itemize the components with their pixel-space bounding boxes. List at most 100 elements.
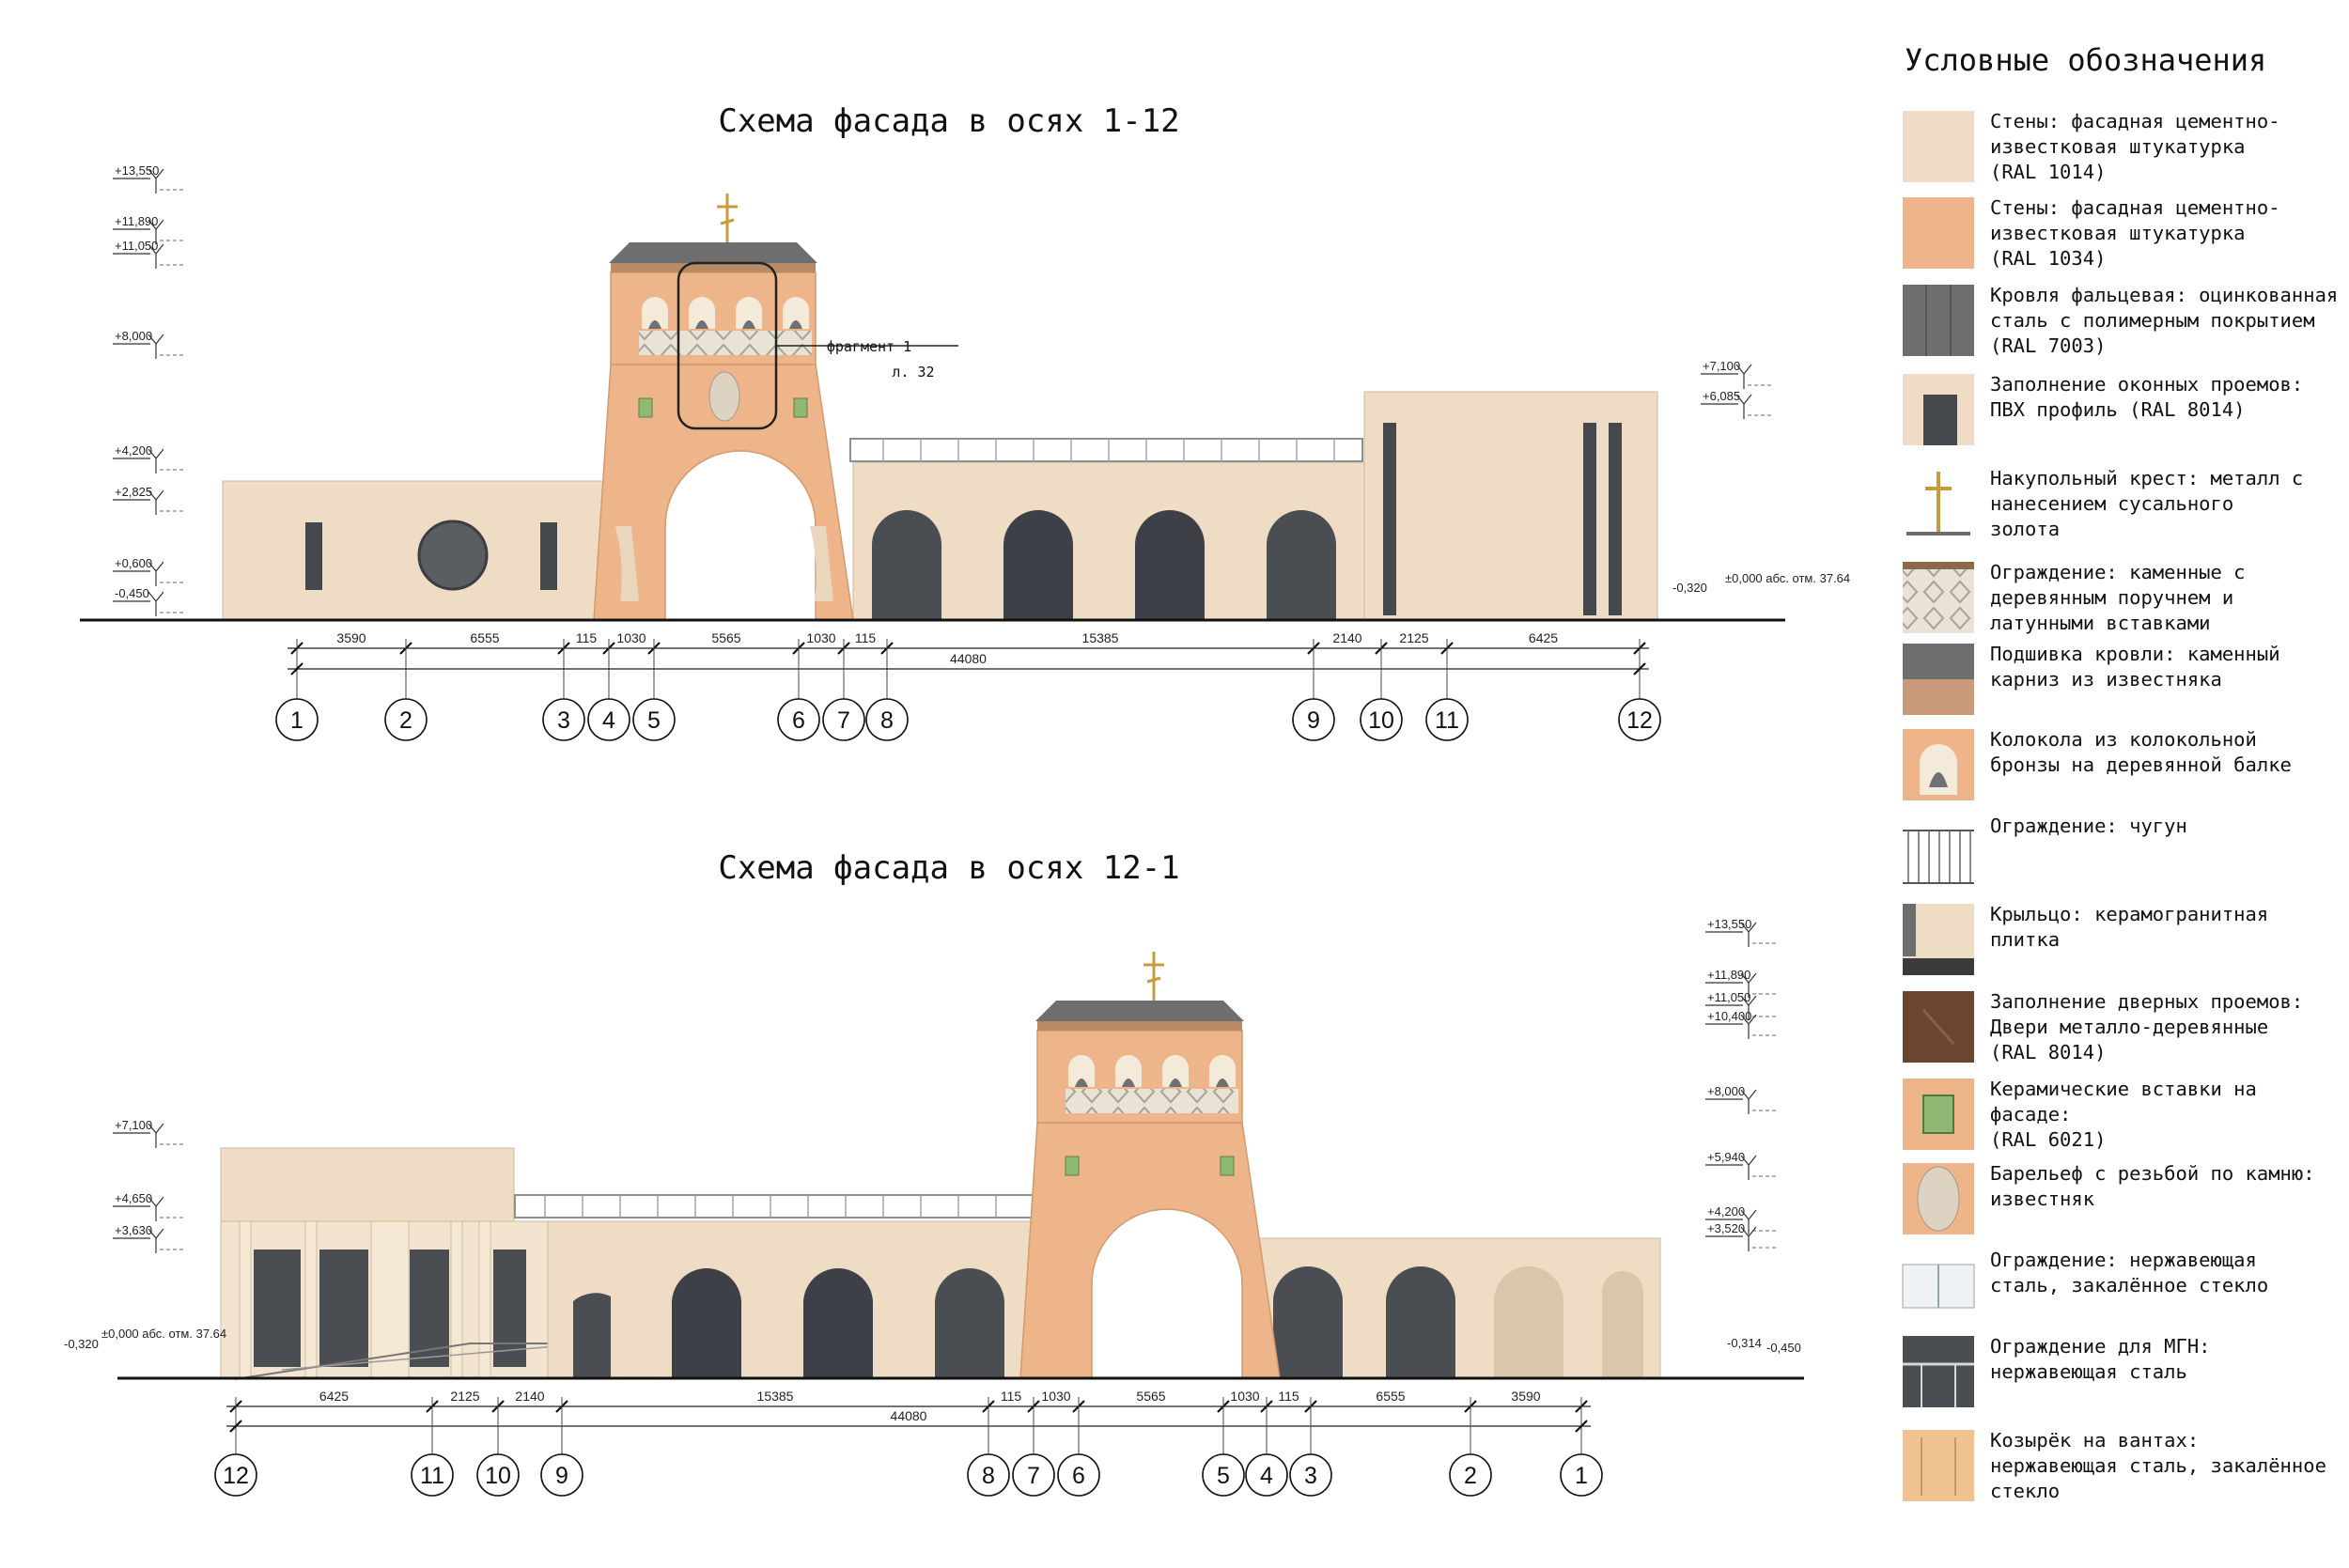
- axis-bubble: [275, 698, 319, 741]
- axis-number: 11: [420, 1463, 444, 1489]
- round-window: [417, 520, 489, 591]
- dimension-label: 6555: [1376, 1389, 1405, 1404]
- arched-window: [1273, 1266, 1343, 1378]
- dimension-label: 6555: [470, 630, 499, 645]
- axis-number: 1: [290, 707, 303, 734]
- ground-abs: ±0,000 абс. отм. 37.64: [101, 1327, 226, 1341]
- bottom-right-elevation-marks: +13,550+11,890+11,050+10,400+8,000+5,940…: [1705, 917, 1776, 1251]
- legend-text: латунными вставками: [1990, 612, 2211, 634]
- legend-text: нержавеющая сталь, закалённое: [1990, 1454, 2326, 1477]
- legend-title: Условные обозначения: [1905, 42, 2266, 78]
- dimension-label: 1030: [806, 630, 835, 645]
- axis-bubble: [777, 698, 820, 741]
- axis-bubble: [1289, 1453, 1332, 1497]
- dimension-label: 1030: [1041, 1389, 1070, 1404]
- elevation-label: +11,890: [115, 214, 158, 228]
- relief-angel: [810, 526, 833, 601]
- legend-text: Двери металло-деревянные: [1990, 1016, 2268, 1038]
- axis-bubble: [822, 698, 865, 741]
- legend-text: карниз из известняка: [1990, 668, 2222, 691]
- legend-text: нержавеющая сталь: [1990, 1360, 2187, 1383]
- arched-window: [1267, 510, 1336, 620]
- arched-door: [1135, 510, 1205, 620]
- roof-swatch: [1903, 285, 1974, 356]
- axis-bubble: [1425, 698, 1469, 741]
- axis-bubble: [1202, 1453, 1245, 1497]
- axis-number: 12: [1626, 707, 1653, 734]
- elevation-label: +13,550: [1707, 917, 1751, 931]
- elevation-label: +8,000: [1707, 1084, 1745, 1098]
- legend-text: Крыльцо: керамогранитная: [1990, 903, 2268, 925]
- legend-text: (RAL 6021): [1990, 1128, 2106, 1151]
- axis-bubble: [865, 698, 909, 741]
- legend-text: фасаде:: [1990, 1103, 2071, 1126]
- legend-text: известняк: [1990, 1188, 2095, 1210]
- cornice-swatch: [1903, 644, 1974, 715]
- dimension-label: 115: [1001, 1389, 1022, 1404]
- fragment-sheet: л. 32: [892, 364, 934, 380]
- window: [493, 1250, 526, 1367]
- dimension-label: 15385: [757, 1389, 794, 1404]
- arched-window: [872, 510, 941, 620]
- axis-number: 8: [982, 1463, 995, 1489]
- legend-text: Заполнение оконных проемов:: [1990, 373, 2303, 396]
- dimension-label: 3590: [1511, 1389, 1540, 1404]
- axis-bubble: [967, 1453, 1010, 1497]
- axis-bubble: [540, 1453, 583, 1497]
- legend-text: Ограждение: каменные с: [1990, 561, 2246, 583]
- stone-fence-swatch: [1903, 562, 1974, 633]
- axis-bubble: [1245, 1453, 1288, 1497]
- axis-bubble: [411, 1453, 454, 1497]
- window: [1583, 423, 1596, 615]
- ground-abs: ±0,000 абс. отм. 37.64: [1725, 571, 1850, 585]
- ceramic-insert: [638, 397, 653, 418]
- cross-icon: [1143, 952, 1164, 1001]
- columns: [239, 1220, 491, 1379]
- legend-text: Заполнение дверных проемов:: [1990, 990, 2303, 1013]
- legend-text: (RAL 1014): [1990, 161, 2106, 183]
- arched-door: [803, 1268, 873, 1378]
- dimension-label: 5565: [1136, 1389, 1165, 1404]
- top-right-elevation-marks: +7,100+6,085: [1701, 359, 1771, 419]
- relief-angel: [615, 526, 639, 601]
- axis-number: 6: [1072, 1463, 1085, 1489]
- elevation-label: +11,050: [1707, 990, 1750, 1004]
- elevation-label: +2,825: [115, 485, 152, 499]
- axis-number: 3: [1304, 1463, 1317, 1489]
- legend-text: Накупольный крест: металл с: [1990, 467, 2303, 489]
- bell-swatch: [1903, 729, 1974, 800]
- bell-tower: [1019, 1122, 1281, 1379]
- total-dimension: 44080: [891, 1408, 927, 1423]
- ground-elev: -0,320: [1672, 581, 1707, 595]
- window: [540, 522, 557, 590]
- axis-number: 7: [837, 707, 850, 734]
- iron-fence-swatch: [1903, 830, 1974, 884]
- dimension-label: 5565: [711, 630, 740, 645]
- axis-number: 4: [602, 707, 615, 734]
- ground-elev-right-2: -0,450: [1766, 1341, 1801, 1355]
- elevation-label: +11,890: [1707, 968, 1750, 982]
- axis-number: 2: [399, 707, 412, 734]
- axis-bubble: [542, 698, 585, 741]
- arched-door: [1003, 510, 1073, 620]
- legend-text: сталь с полимерным покрытием: [1990, 309, 2315, 332]
- dimension-label: 115: [855, 630, 877, 645]
- axis-number: 2: [1464, 1463, 1477, 1489]
- relief-swatch: [1903, 1163, 1974, 1234]
- legend-text: Барельеф с резьбой по камню:: [1990, 1162, 2315, 1185]
- elevation-label: +0,600: [115, 556, 152, 570]
- bottom-left-elevation-marks: +7,100+4,650+3,630: [113, 1118, 183, 1253]
- legend-text: (RAL 1034): [1990, 247, 2106, 270]
- mgn-fence-swatch: [1903, 1336, 1974, 1407]
- ground-elev: -0,320: [64, 1337, 99, 1351]
- dimension-label: 1030: [616, 630, 646, 645]
- window: [254, 1250, 301, 1367]
- window: [305, 522, 322, 590]
- axis-bubble: [1360, 698, 1403, 741]
- elevation-label: +11,050: [115, 239, 158, 253]
- dimension-label: 6425: [1529, 630, 1558, 645]
- bell-arches: [1066, 1055, 1238, 1113]
- dimension-label: 6425: [319, 1389, 349, 1404]
- dimension-label: 115: [1278, 1389, 1299, 1404]
